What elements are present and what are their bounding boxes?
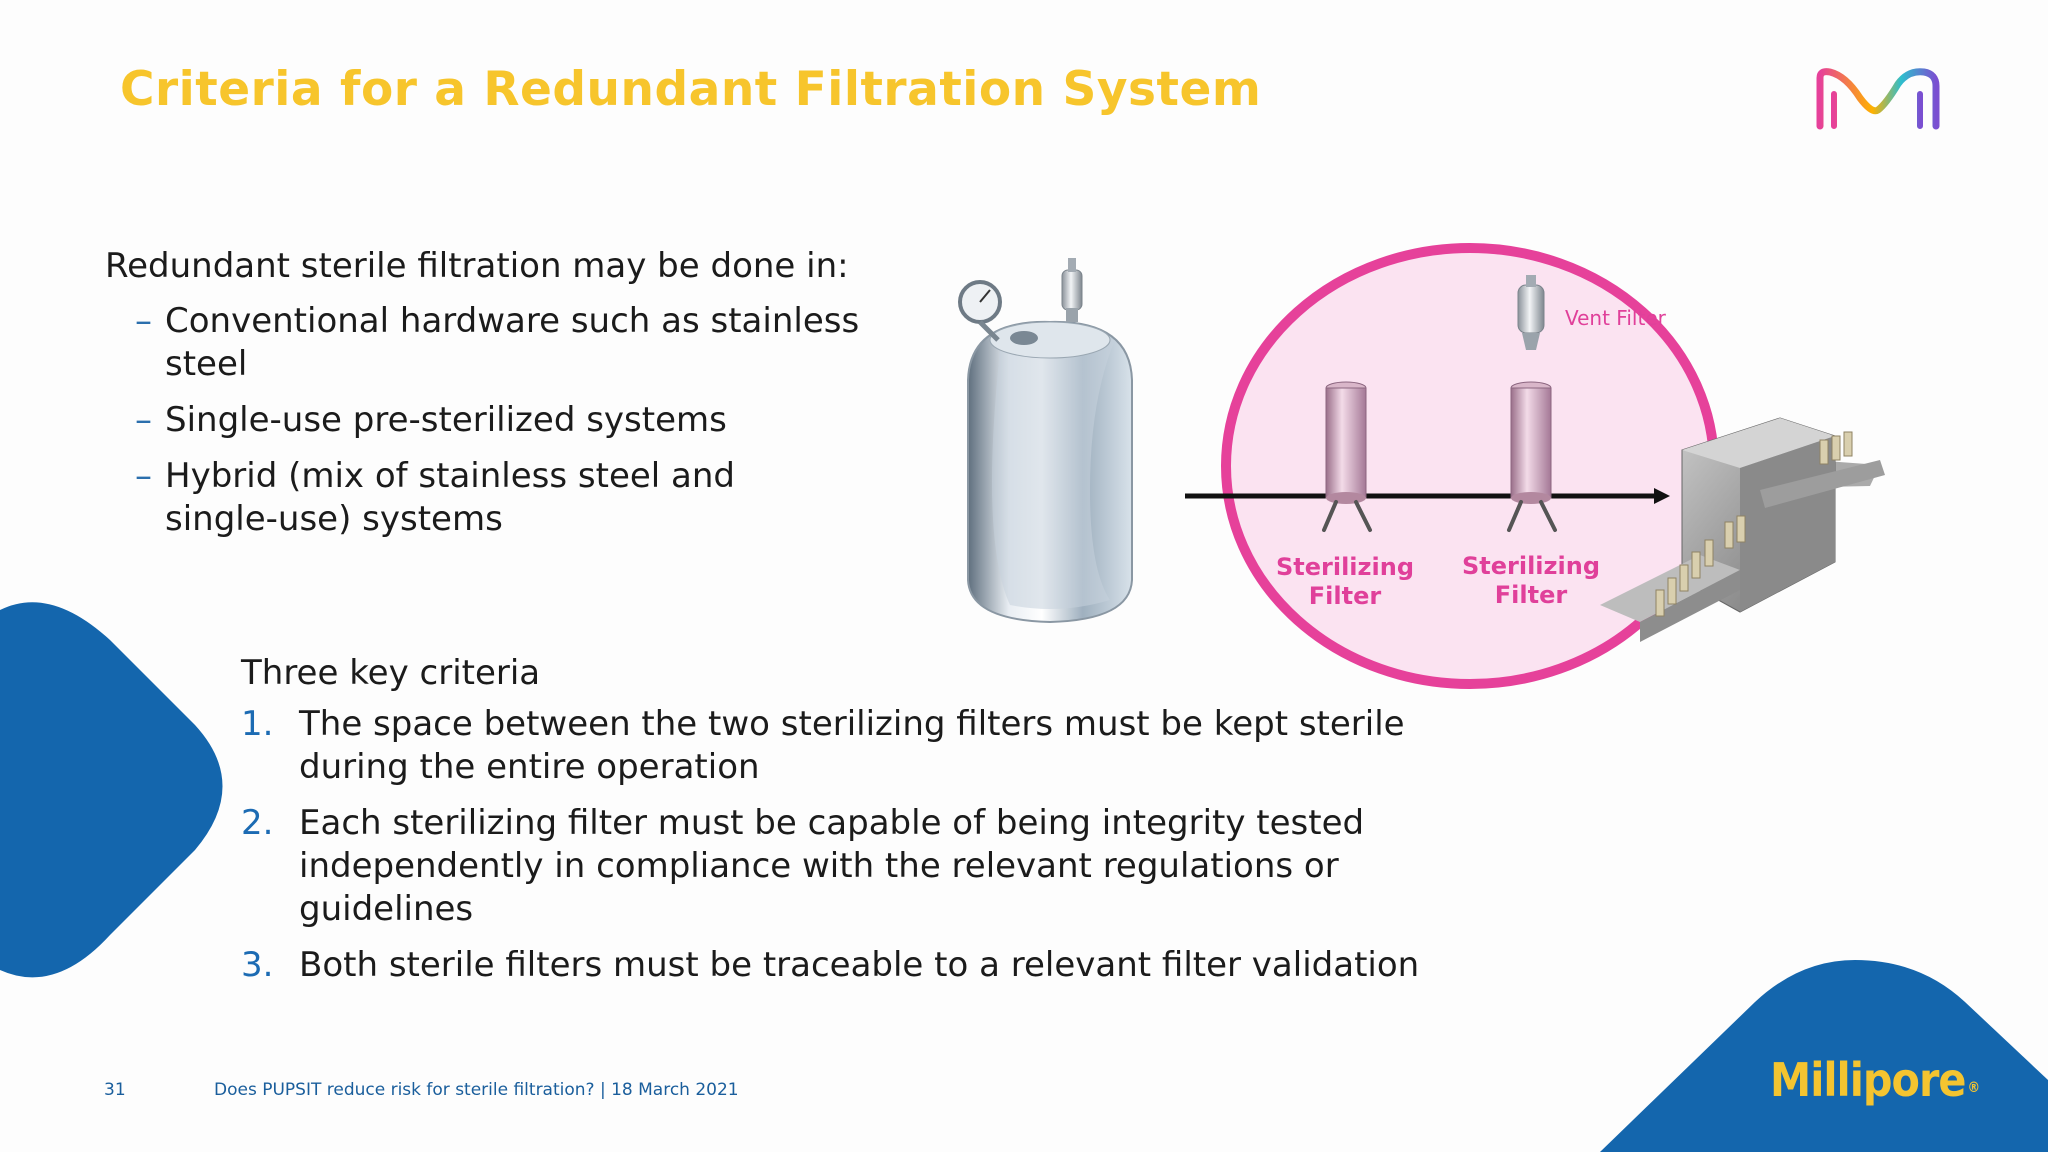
registered-mark: ® [1967, 1080, 1980, 1096]
filling-machine-icon [1600, 417, 1885, 642]
criteria-heading: Three key criteria [241, 653, 541, 693]
filtration-diagram: Vent Filter Sterilizing Filter Sterilizi… [940, 240, 1940, 710]
bullet-text: Single-use pre-sterilized systems [165, 400, 727, 440]
bullet-text: Conventional hardware such as stainless … [165, 301, 860, 384]
criteria-number: 3. [241, 945, 274, 985]
millipore-brand: Millipore® [1770, 1053, 1980, 1107]
decorative-blob-left [0, 602, 223, 978]
slide-title: Criteria for a Redundant Filtration Syst… [120, 62, 1262, 117]
brand-shape-bottom-right [1600, 960, 2048, 1152]
criteria-text: Both sterile filters must be traceable t… [299, 945, 1420, 985]
dash-marker: – [135, 301, 152, 341]
vent-filter-icon [1517, 275, 1545, 350]
criteria-list: 1. The space between the two sterilizing … [241, 703, 1471, 987]
criteria-text: The space between the two sterilizing fi… [299, 704, 1405, 787]
criteria-section: Three key criteria 1. The space between t… [241, 652, 1471, 1000]
diagram-graphics [958, 243, 1885, 689]
sterilizing-filter-label: Sterilizing Filter [1461, 552, 1600, 609]
intro-section: Redundant sterile filtration may be done… [105, 245, 905, 554]
list-item: 1. The space between the two sterilizing … [241, 703, 1471, 789]
filter-housing-icon [1322, 381, 1372, 532]
dash-marker: – [135, 456, 152, 496]
dash-marker: – [135, 400, 152, 440]
list-item: –Single-use pre-sterilized systems [135, 399, 905, 442]
list-item: –Hybrid (mix of stainless steel and sing… [135, 455, 905, 541]
bullet-text: Hybrid (mix of stainless steel and singl… [165, 456, 735, 539]
list-item: –Conventional hardware such as stainless… [135, 300, 905, 386]
sterilizing-filter-label: Sterilizing Filter [1275, 553, 1414, 610]
vent-filter-label: Vent Filter [1565, 306, 1666, 330]
brand-name: Millipore [1770, 1053, 1966, 1107]
list-item: 2. Each sterilizing filter must be capabl… [241, 802, 1471, 931]
arrow-head-icon [1654, 488, 1670, 504]
filter-housing-icon [1507, 381, 1557, 532]
footer-text: Does PUPSIT reduce risk for sterile filt… [214, 1080, 739, 1100]
stainless-tank-icon [967, 258, 1133, 624]
criteria-number: 1. [241, 704, 274, 744]
pressure-gauge-icon [958, 280, 1002, 342]
merck-logo-icon [1816, 68, 1940, 130]
bullet-list: –Conventional hardware such as stainless… [105, 300, 905, 541]
intro-text: Redundant sterile filtration may be done… [105, 246, 849, 286]
criteria-number: 2. [241, 803, 274, 843]
page-number: 31 [104, 1080, 126, 1100]
list-item: 3. Both sterile filters must be traceable… [241, 944, 1471, 987]
criteria-text: Each sterilizing filter must be capable … [299, 803, 1365, 929]
